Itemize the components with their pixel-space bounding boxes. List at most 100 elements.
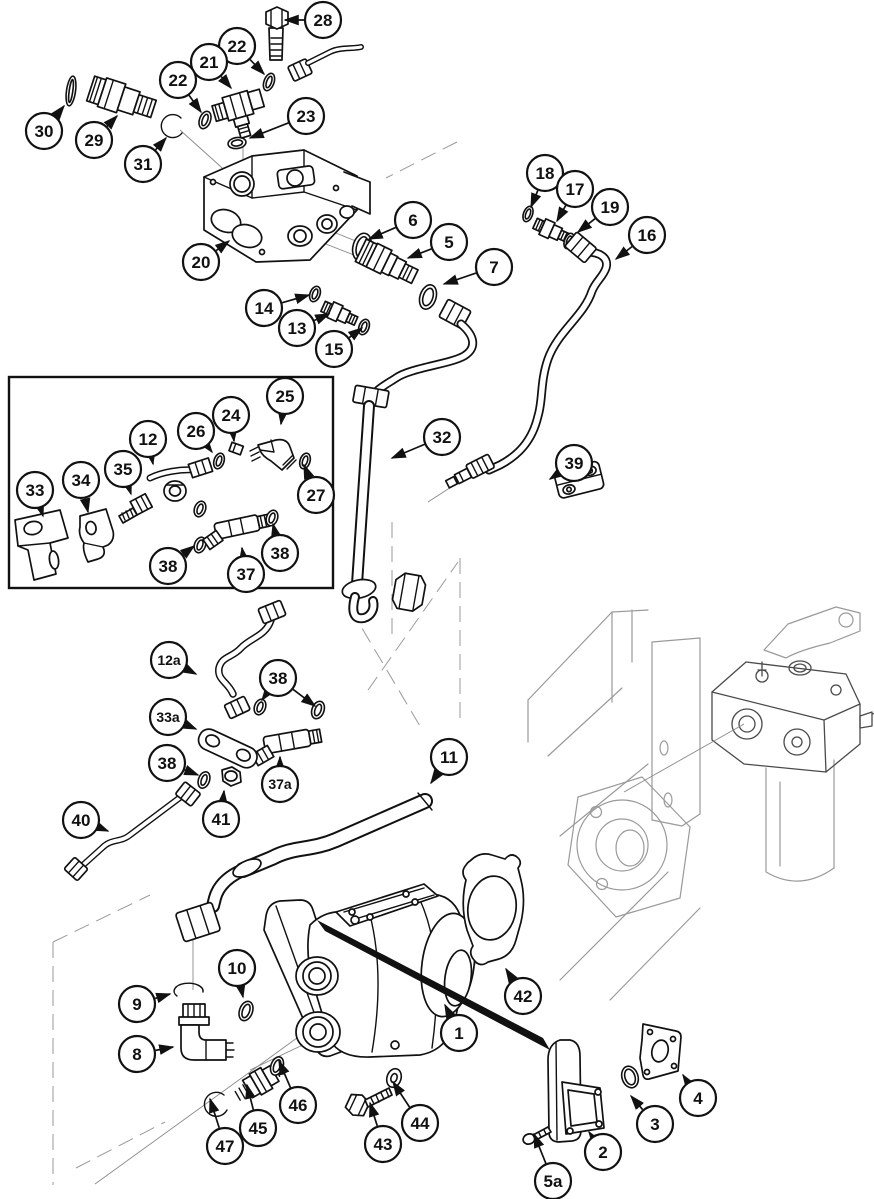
balloon-44 bbox=[400, 1103, 440, 1143]
balloon-label-24: 24 bbox=[222, 406, 241, 425]
plug-part-24 bbox=[228, 441, 245, 456]
leader-arrow-38c bbox=[261, 685, 275, 702]
o-ring-part-38-left-of-37a bbox=[253, 698, 267, 716]
leader-arrow-29 bbox=[103, 114, 119, 130]
callout-19: 19 bbox=[576, 187, 630, 233]
connector-part-13 bbox=[320, 300, 359, 326]
balloon-42 bbox=[503, 976, 543, 1016]
callout-16: 16 bbox=[614, 215, 667, 260]
leader-arrow-37 bbox=[238, 546, 250, 563]
balloon-label-12a: 12a bbox=[157, 652, 181, 668]
balloon-25 bbox=[265, 376, 305, 416]
balloon-label-28: 28 bbox=[314, 11, 333, 30]
balloon-28 bbox=[303, 0, 343, 40]
balloon-label-38d: 38 bbox=[158, 754, 177, 773]
balloon-label-22a: 22 bbox=[228, 37, 247, 56]
callout-28: 28 bbox=[283, 0, 343, 40]
callout-13: 13 bbox=[277, 308, 331, 348]
balloon-label-43: 43 bbox=[374, 1135, 393, 1154]
balloon-label-18: 18 bbox=[536, 164, 555, 183]
tee-fitting-part-37 bbox=[202, 513, 271, 551]
nut-part-41 bbox=[221, 766, 242, 787]
union-part-5 bbox=[354, 238, 419, 285]
balloon-label-42: 42 bbox=[514, 987, 533, 1006]
balloon-label-5: 5 bbox=[444, 233, 453, 252]
leader-arrow-4 bbox=[682, 1073, 696, 1090]
leader-arrow-21 bbox=[218, 74, 232, 90]
leader-arrow-2 bbox=[588, 1130, 602, 1147]
callout-38R: 38 bbox=[260, 522, 300, 573]
leader-arrow-38R bbox=[271, 522, 282, 539]
o-ring-part-7 bbox=[418, 284, 438, 310]
balloon-40 bbox=[61, 800, 101, 840]
balloon-37a bbox=[260, 764, 300, 804]
callout-41: 41 bbox=[201, 789, 241, 839]
leader-arrow-41 bbox=[217, 789, 228, 806]
leader-arrow-9 bbox=[154, 992, 172, 1004]
o-ring-part-38-box-left-upper bbox=[193, 500, 207, 518]
balloon-32 bbox=[422, 417, 462, 457]
leader-arrow-33a bbox=[181, 718, 198, 730]
leader-arrow-24 bbox=[227, 426, 238, 443]
balloon-38R bbox=[260, 533, 300, 573]
leader-arrow-7 bbox=[442, 272, 477, 285]
callout-39: 39 bbox=[548, 443, 594, 483]
balloon-21 bbox=[189, 42, 229, 82]
balloon-34 bbox=[61, 460, 101, 500]
callout-46: 46 bbox=[278, 1059, 318, 1125]
balloon-label-45: 45 bbox=[249, 1119, 268, 1138]
callout-4: 4 bbox=[678, 1073, 718, 1118]
balloon-8 bbox=[117, 1034, 157, 1074]
leader-arrow-47 bbox=[209, 1097, 221, 1129]
screw-part-5a bbox=[522, 1126, 552, 1145]
callout-33: 33 bbox=[15, 470, 55, 518]
cover-plate-part-2 bbox=[547, 1039, 605, 1143]
balloon-label-5a: 5a bbox=[544, 1172, 563, 1191]
balloon-label-9: 9 bbox=[132, 995, 141, 1014]
callout-37: 37 bbox=[226, 546, 266, 594]
leader-arrow-15 bbox=[347, 327, 364, 341]
o-ring-part-30 bbox=[65, 75, 77, 107]
balloon-label-37: 37 bbox=[237, 565, 256, 584]
connector-part-29 bbox=[85, 75, 158, 119]
callout-44: 44 bbox=[392, 1080, 440, 1143]
callout-40: 40 bbox=[61, 800, 110, 840]
balloon-label-14: 14 bbox=[255, 299, 274, 318]
balloon-label-46: 46 bbox=[289, 1096, 308, 1115]
pipe-part-12 bbox=[146, 457, 214, 502]
leader-arrow-46 bbox=[278, 1059, 292, 1088]
o-ring-part-10 bbox=[238, 1000, 254, 1022]
leader-arrow-25 bbox=[277, 409, 289, 426]
balloon-27 bbox=[296, 475, 336, 515]
balloon-2 bbox=[583, 1132, 623, 1172]
leader-arrow-33 bbox=[33, 501, 45, 518]
callout-5a: 5a bbox=[533, 1132, 573, 1199]
pump-part-1 bbox=[263, 883, 476, 1058]
callout-24: 24 bbox=[211, 395, 251, 443]
tube-part-11 bbox=[175, 792, 433, 943]
clamp-part-34 bbox=[78, 508, 115, 563]
balloon-9 bbox=[117, 984, 157, 1024]
balloon-13 bbox=[277, 308, 317, 348]
callout-35: 35 bbox=[103, 449, 143, 496]
balloon-45 bbox=[238, 1108, 278, 1148]
leader-arrow-22a bbox=[249, 59, 266, 76]
callout-25: 25 bbox=[265, 376, 305, 426]
o-ring-part-26 bbox=[212, 452, 226, 470]
connector-part-17 bbox=[532, 217, 571, 243]
balloon-label-27: 27 bbox=[307, 486, 326, 505]
remote-valve-block-phantom bbox=[711, 660, 874, 773]
callout-45: 45 bbox=[238, 1083, 278, 1148]
leader-arrow-44 bbox=[392, 1080, 411, 1108]
callout-37a: 37a bbox=[260, 755, 300, 804]
balloon-6 bbox=[393, 200, 433, 240]
leader-arrow-13 bbox=[314, 313, 331, 325]
balloon-1 bbox=[439, 1013, 479, 1053]
callout-11: 11 bbox=[429, 737, 469, 785]
balloon-7 bbox=[474, 247, 514, 287]
callout-6: 6 bbox=[367, 200, 433, 240]
leader-arrow-10 bbox=[234, 982, 246, 999]
callout-17: 17 bbox=[555, 169, 595, 223]
balloon-33a bbox=[148, 697, 188, 737]
